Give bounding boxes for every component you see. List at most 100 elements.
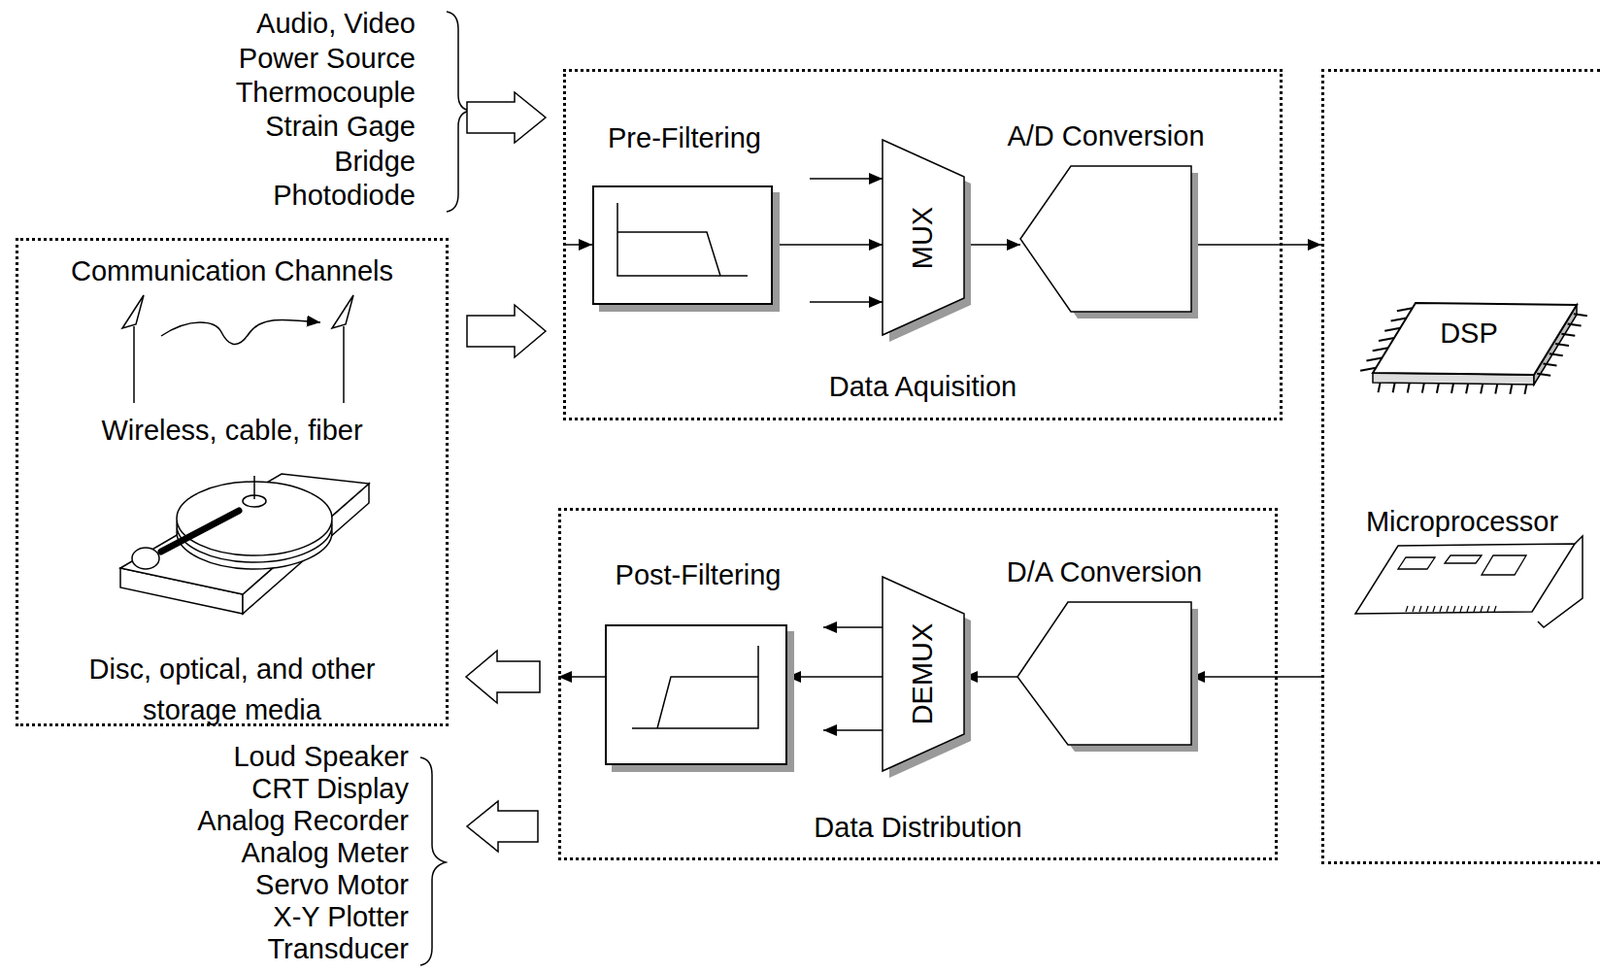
card-finger [1426, 605, 1429, 612]
signal-arrow [1191, 675, 1322, 678]
input-arrow [809, 300, 883, 303]
node-text: Microprocessor [1324, 506, 1600, 538]
chip-pin [1397, 307, 1413, 311]
signal-arrow [964, 243, 1021, 246]
outline [882, 139, 965, 335]
filter-icon [606, 626, 786, 764]
card-finger [1460, 605, 1463, 612]
filter-icon [594, 187, 771, 303]
signal-arrow [772, 243, 883, 246]
chip-pin [1393, 382, 1396, 393]
channel-group: Communication ChannelsWireless, cable, f… [15, 237, 449, 727]
outline [882, 576, 965, 771]
block-label: MUX [907, 205, 939, 268]
output-device: Servo Motor [255, 869, 409, 901]
card-finger [1473, 605, 1476, 612]
block-arrow [466, 800, 538, 852]
output-arrow [823, 626, 883, 629]
converter-block: A/D Conversion [1020, 166, 1192, 312]
drive-top [120, 473, 369, 595]
block-arrow [466, 92, 546, 143]
signal-source: Strain Gage [265, 111, 416, 143]
signal-arrow [1191, 243, 1322, 246]
acquisition-group: Pre-FilteringMUXA/D ConversionData Aquis… [563, 68, 1283, 421]
node-title: Post-Filtering [548, 560, 848, 592]
card-finger [1412, 605, 1415, 612]
card-finger [1433, 605, 1435, 612]
node-title: Data Distribution [561, 812, 1275, 844]
card-finger [1405, 605, 1408, 612]
output-arrow [558, 675, 605, 678]
output-device: Analog Recorder [197, 805, 409, 837]
spindle-axis [253, 475, 256, 500]
chip-pin [1366, 358, 1382, 362]
demultiplexer: DEMUX [882, 576, 965, 771]
node-title: Pre-Filtering [535, 123, 834, 155]
disk-drive [120, 473, 369, 614]
chip-pin [1378, 337, 1395, 341]
chip-top [1372, 302, 1577, 375]
converter-block: D/A Conversion [1017, 601, 1192, 745]
card-finger [1446, 605, 1449, 612]
card-component [1481, 555, 1527, 575]
multiplexer: MUX [882, 139, 965, 335]
chip-pin [1549, 353, 1564, 356]
chip-pin [1495, 384, 1498, 395]
chip-pin [1466, 383, 1468, 394]
antenna-dish [332, 295, 354, 329]
node-text: Disc, optical, and other storage media [86, 648, 378, 731]
chip-pin [1422, 383, 1425, 394]
output-device: X-Y Plotter [272, 901, 409, 934]
node-title: DSP [1410, 318, 1528, 350]
distribution-group: D/A ConversionDEMUXPost-FilteringData Di… [558, 507, 1278, 861]
axes [632, 645, 759, 729]
chip-pin [1536, 373, 1551, 376]
outline [1020, 166, 1192, 312]
card-board [1355, 543, 1575, 614]
signal-arrow [964, 675, 1018, 678]
antenna-pole [133, 326, 135, 403]
card-finger [1480, 605, 1483, 612]
block-label: DEMUX [907, 623, 939, 726]
node-text: Wireless, cable, fiber [18, 415, 446, 447]
antenna-pole [342, 326, 345, 403]
output-device: Loud Speaker [233, 741, 409, 773]
converter-block-outline [1017, 601, 1192, 745]
output-device: Transducer [266, 933, 409, 966]
output-device: Analog Meter [241, 837, 410, 869]
output-device: CRT Display [251, 773, 409, 805]
signal-source: Thermocouple [235, 77, 416, 109]
output-arrow [823, 729, 883, 732]
curly-brace [420, 757, 446, 966]
outline [1017, 601, 1192, 745]
chip-pin [1360, 367, 1376, 371]
card-component [1444, 555, 1482, 564]
card-bracket [1537, 535, 1583, 628]
chip-pin [1451, 383, 1454, 394]
read-head [132, 547, 160, 569]
filter-box: Post-Filtering [604, 624, 788, 766]
signal-source: Power Source [238, 43, 416, 75]
card-finger [1419, 605, 1422, 612]
chip-pin [1542, 364, 1557, 367]
signal-source: Photodiode [272, 180, 416, 212]
chip-pin [1509, 384, 1512, 395]
input-arrow [809, 177, 883, 180]
filter-response [617, 232, 721, 276]
node-title: A/D Conversion [971, 121, 1240, 153]
signal-source: Bridge [333, 146, 416, 178]
dsp-chip [1360, 302, 1588, 395]
chip-pin [1573, 313, 1588, 316]
node-title: D/A Conversion [968, 557, 1240, 589]
node-title: Communication Channels [18, 256, 446, 288]
processor-card [1355, 535, 1583, 628]
signal-arrow [787, 675, 883, 678]
antenna-dish [122, 295, 144, 329]
card-finger [1453, 605, 1456, 612]
converter-block-outline [1020, 166, 1192, 312]
chip-pin [1555, 343, 1569, 346]
block-arrow [466, 304, 546, 358]
chip-pin [1561, 333, 1575, 336]
chip-pin [1372, 347, 1389, 351]
chip-pin [1436, 383, 1439, 394]
